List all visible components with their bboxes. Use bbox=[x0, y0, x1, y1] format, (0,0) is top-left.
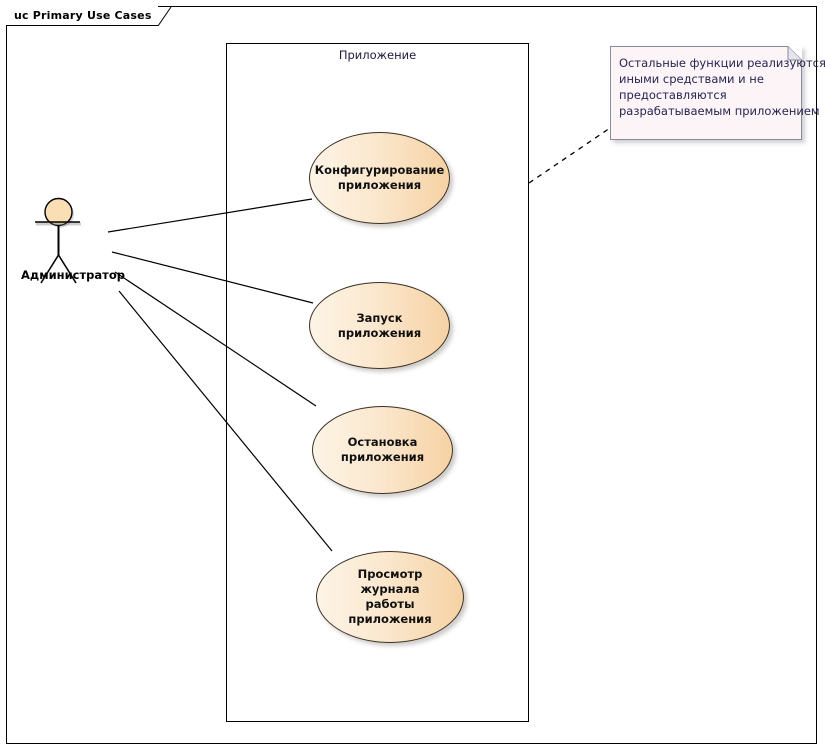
diagram-frame-tab: uc Primary Use Cases bbox=[6, 6, 172, 26]
use-case-stop[interactable]: Остановка приложения bbox=[312, 406, 453, 494]
use-case-view-log[interactable]: Просмотр журнала работы приложения bbox=[316, 551, 464, 643]
diagram-frame bbox=[6, 6, 817, 744]
note-line-2: иными средствами и не bbox=[619, 72, 764, 86]
use-case-start-label: Запуск приложения bbox=[337, 310, 422, 340]
actor-left-leg-icon bbox=[40, 254, 60, 284]
note-comment[interactable]: Остальные функции реализуются иными сред… bbox=[610, 46, 825, 140]
actor-right-leg-icon bbox=[57, 254, 77, 284]
note-line-4: разрабатываемым приложением bbox=[619, 104, 820, 118]
use-case-start[interactable]: Запуск приложения bbox=[309, 282, 450, 369]
diagram-frame-tab-body: uc Primary Use Cases bbox=[6, 6, 158, 26]
actor-label: Администратор bbox=[21, 268, 125, 282]
actor-administrator[interactable] bbox=[20, 180, 130, 290]
note-line-3: предоставляются bbox=[619, 88, 727, 102]
use-case-view-log-label: Просмотр журнала работы приложения bbox=[348, 567, 432, 626]
diagram-title: uc Primary Use Cases bbox=[14, 9, 152, 22]
use-case-configure-label: Конфигурирование приложения bbox=[314, 163, 445, 192]
use-case-configure[interactable]: Конфигурирование приложения bbox=[309, 132, 450, 224]
note-fold-icon bbox=[787, 46, 802, 61]
note-line-1: Остальные функции реализуются bbox=[619, 56, 825, 70]
use-case-stop-label: Остановка приложения bbox=[340, 435, 425, 464]
frame-tab-corner-icon bbox=[157, 6, 172, 26]
note-text: Остальные функции реализуются иными сред… bbox=[619, 55, 825, 119]
note-body-shape bbox=[610, 46, 802, 140]
system-boundary-label: Приложение bbox=[338, 48, 417, 62]
